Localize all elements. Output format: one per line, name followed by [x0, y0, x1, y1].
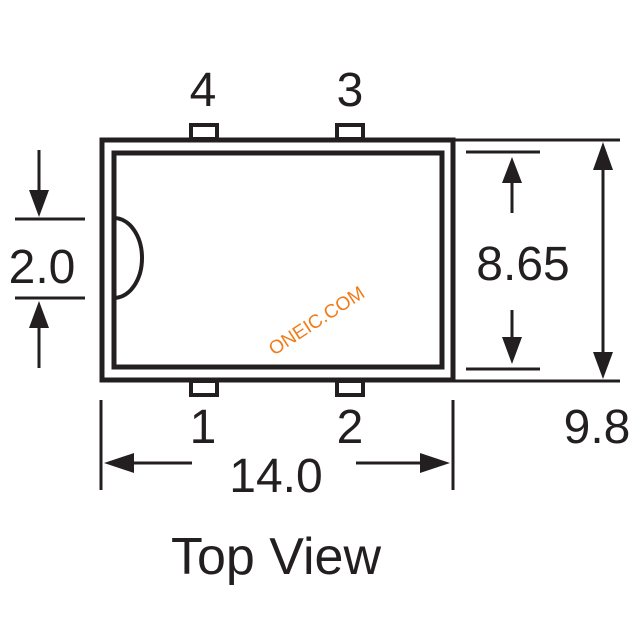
pin-4-lead [189, 123, 219, 141]
pin-2-lead [335, 379, 365, 397]
width-dimension [99, 400, 455, 490]
width-label: 14.0 [229, 450, 322, 503]
pin-3-lead [335, 123, 365, 141]
package-outer-body [99, 137, 456, 383]
arrow-up-icon [593, 142, 613, 170]
arrow-up-icon [502, 157, 522, 183]
inner-height-label: 8.65 [476, 238, 569, 291]
arrow-down-icon [502, 337, 522, 364]
pin-label-2: 2 [337, 401, 364, 454]
pin-label-4: 4 [190, 64, 217, 117]
arrow-up-icon [29, 301, 49, 328]
view-title: Top View [171, 528, 382, 586]
arrow-right-icon [420, 453, 450, 473]
package-inner-body [111, 150, 445, 370]
arrow-down-icon [29, 190, 49, 217]
watermark: ONEIC.COM [265, 283, 369, 360]
pin-label-1: 1 [190, 401, 217, 454]
arrow-left-icon [104, 453, 134, 473]
arrow-down-icon [593, 352, 613, 379]
outer-height-label: 9.8 [564, 401, 631, 454]
outer-height-dimension [455, 138, 620, 383]
pin-1-lead [189, 379, 219, 397]
pin-label-3: 3 [337, 64, 364, 117]
notch-dimension-label: 2.0 [9, 241, 76, 294]
pin1-notch [113, 216, 144, 300]
